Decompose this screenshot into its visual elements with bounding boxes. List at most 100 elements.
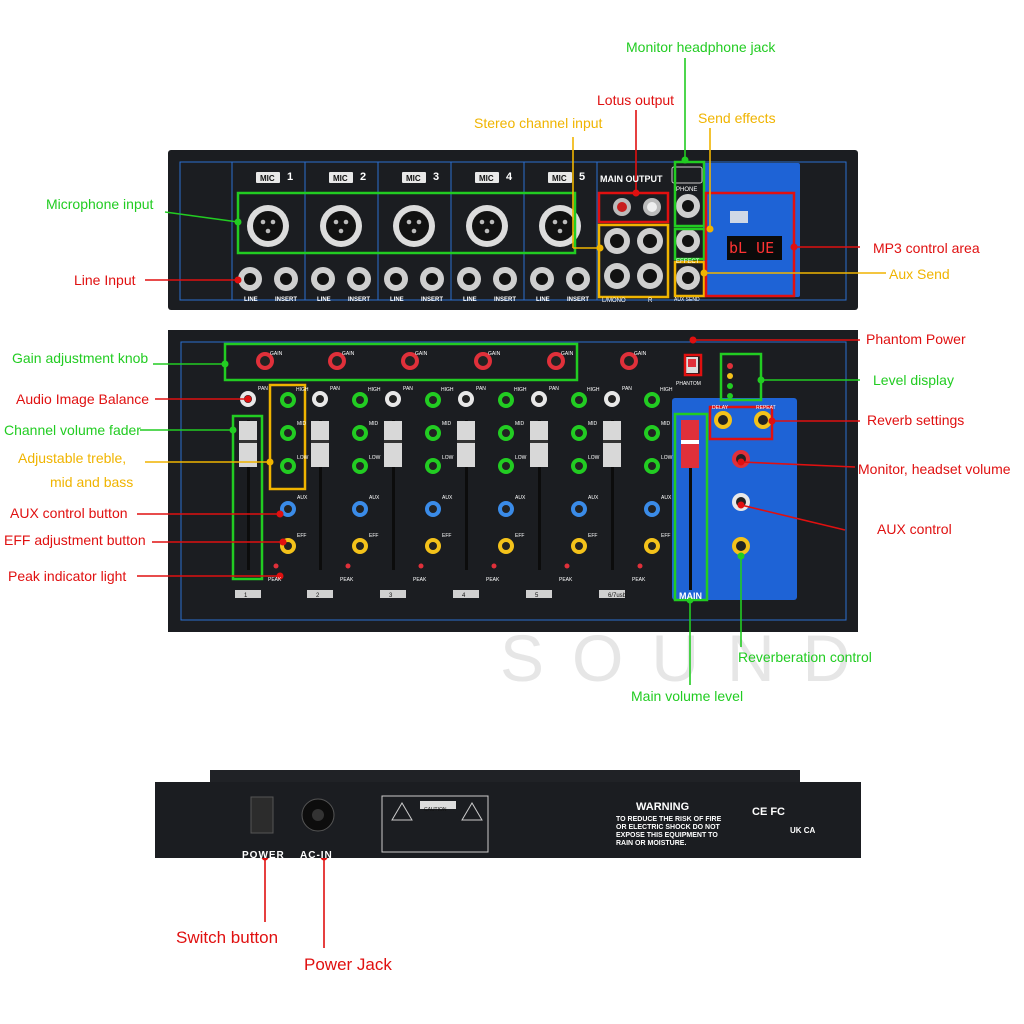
caution-label: CAUTION	[424, 807, 447, 813]
high-label-3: HIGH	[514, 387, 527, 393]
line-label-2: LINE	[317, 297, 331, 303]
mic-label-2: MIC	[333, 174, 348, 183]
aux-label-0: AUX	[297, 495, 308, 501]
mic-channel-number-5: 5	[579, 171, 586, 183]
aux-send-device-label: AUX SEND	[674, 297, 700, 303]
insert-label-1: INSERT	[275, 297, 298, 303]
fader-track	[611, 420, 614, 570]
mic-label-3: MIC	[406, 174, 421, 183]
peak-label-1: PEAK	[340, 577, 354, 583]
low-label-5: LOW	[661, 455, 673, 461]
gain-label-3: GAIN	[488, 351, 501, 357]
fader-cap	[457, 421, 475, 467]
channel-strips	[235, 352, 660, 598]
mic-label-box	[548, 172, 572, 183]
mid-label-2: MID	[442, 421, 452, 427]
label-aux-control-button: AUX control button	[10, 505, 128, 521]
label-send-effects: Send effects	[698, 110, 776, 126]
pan-label-4: PAN	[549, 386, 559, 392]
gain-label-1: GAIN	[342, 351, 355, 357]
phantom-and-level	[686, 357, 733, 399]
eff-label-2: EFF	[442, 533, 452, 539]
channel-strip	[307, 352, 368, 598]
main-output-label: MAIN OUTPUT	[600, 174, 663, 184]
label-line-input: Line Input	[74, 272, 136, 288]
mic-label-4: MIC	[479, 174, 494, 183]
low-label-0: LOW	[297, 455, 309, 461]
label-gain-adjustment-knob: Gain adjustment knob	[12, 350, 149, 366]
pan-label-5: PAN	[622, 386, 632, 392]
peak-label-4: PEAK	[559, 577, 573, 583]
line-label-0: LINE	[244, 297, 258, 303]
line-label-8: LINE	[536, 297, 550, 303]
xlr-jacks	[247, 205, 581, 247]
rear-panel	[155, 770, 861, 858]
label-peak-indicator-light: Peak indicator light	[8, 568, 127, 584]
callout-lines	[137, 58, 886, 948]
main-fader	[681, 420, 699, 590]
rear-ac-in-label: AC-IN	[300, 850, 333, 861]
strip-number-2: 3	[389, 593, 393, 599]
gain-label-4: GAIN	[561, 351, 574, 357]
gain-label-5: GAIN	[634, 351, 647, 357]
strip-number-4: 5	[535, 593, 539, 599]
mic-label-box	[402, 172, 426, 183]
peak-label-0: PEAK	[268, 577, 282, 583]
phantom-label: PHANTOM	[676, 381, 701, 387]
watermark-text: SOUND	[500, 621, 879, 695]
mic-channel-number-2: 2	[360, 171, 367, 183]
high-label-5: HIGH	[660, 387, 673, 393]
effect-label: EFFECT	[676, 259, 700, 265]
eff-label-4: EFF	[588, 533, 598, 539]
label-main-volume-level: Main volume level	[631, 688, 744, 704]
strip-number-3: 4	[462, 593, 466, 599]
label-reverberation-control: Reverberation control	[738, 649, 872, 665]
phone-label: PHONE	[676, 187, 698, 193]
fader-track	[538, 420, 541, 570]
low-label-3: LOW	[515, 455, 527, 461]
channel-strip	[380, 352, 441, 598]
strip-number-5: 6/7usb	[608, 593, 627, 599]
gain-label-2: GAIN	[415, 351, 428, 357]
low-label-4: LOW	[588, 455, 600, 461]
warning-line-3: EXPOSE THIS EQUIPMENT TO	[616, 832, 718, 839]
mic-label-box	[256, 172, 280, 183]
mp3-display-text: bL UE	[729, 239, 775, 257]
mid-label-5: MID	[661, 421, 671, 427]
insert-label-9: INSERT	[567, 297, 590, 303]
label-switch-button: Switch button	[176, 928, 279, 947]
mp3-module	[703, 163, 800, 297]
mic-label-5: MIC	[552, 174, 567, 183]
rear-power-label: POWER	[242, 850, 285, 861]
line-jacks	[238, 267, 590, 291]
channel-strip	[526, 352, 587, 598]
fader-cap	[239, 421, 257, 467]
warning-title: WARNING	[636, 801, 690, 813]
repeat-label: REPEAT	[756, 405, 776, 411]
mid-label-1: MID	[369, 421, 379, 427]
pan-label-1: PAN	[330, 386, 340, 392]
label-adjustable-eq-line1: Adjustable treble,	[18, 450, 127, 466]
aux-label-3: AUX	[515, 495, 526, 501]
label-level-display: Level display	[873, 372, 954, 388]
front-panel	[168, 330, 858, 632]
line-label-4: LINE	[390, 297, 404, 303]
mic-channel-number-1: 1	[287, 171, 294, 183]
label-lotus-output: Lotus output	[597, 92, 675, 108]
channel-strip	[453, 352, 514, 598]
mic-labels	[256, 172, 572, 183]
label-eff-adjustment-button: EFF adjustment button	[4, 532, 146, 548]
high-label-0: HIGH	[296, 387, 309, 393]
pan-label-0: PAN	[258, 386, 268, 392]
fader-cap	[311, 421, 329, 467]
fader-cap	[603, 421, 621, 467]
fader-track	[465, 420, 468, 570]
delay-label: DELAY	[712, 405, 729, 411]
eff-label-0: EFF	[297, 533, 307, 539]
eff-label-5: EFF	[661, 533, 671, 539]
mic-label-box	[329, 172, 353, 183]
mid-label-3: MID	[515, 421, 525, 427]
main-output-jacks	[604, 166, 703, 290]
pan-label-3: PAN	[476, 386, 486, 392]
